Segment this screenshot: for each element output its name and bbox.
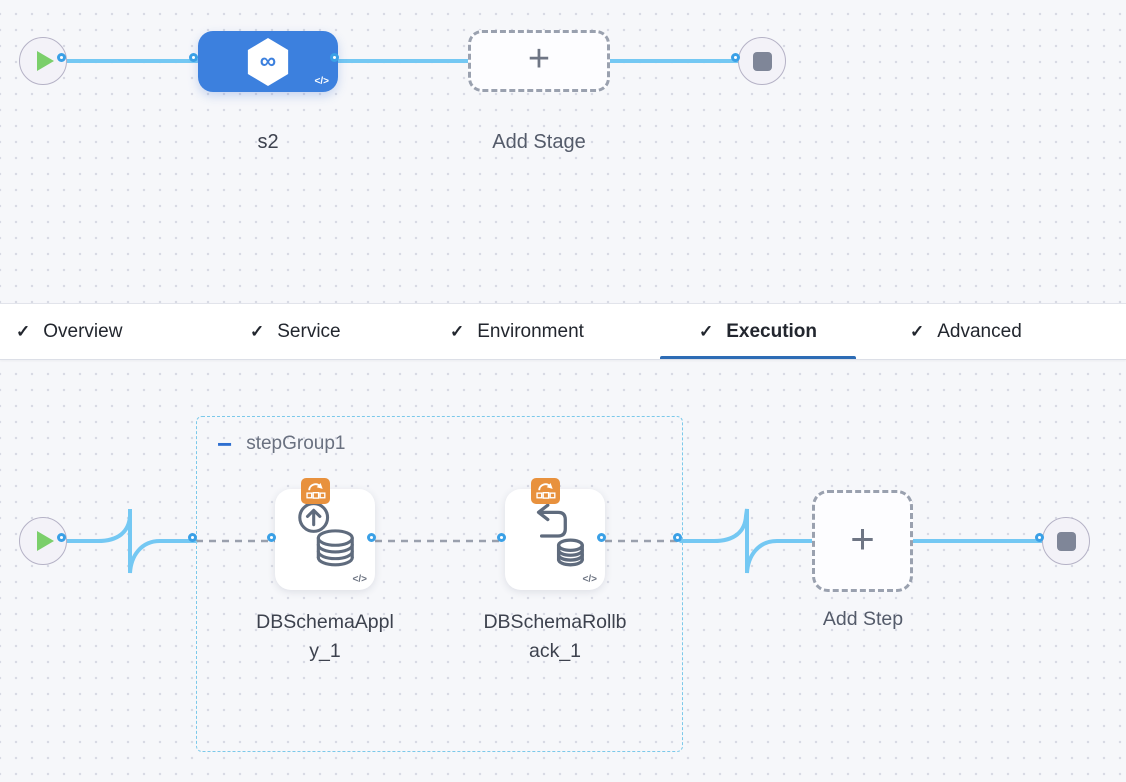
stop-icon [1056,531,1076,551]
svg-text:∞: ∞ [260,47,276,73]
tab-environment[interactable]: ✓ Environment [450,304,584,359]
plus-icon: + [850,515,875,562]
active-tab-underline [660,356,856,359]
connector-port[interactable] [1035,533,1044,542]
connector-port[interactable] [267,533,276,542]
tab-overview[interactable]: ✓ Overview [16,304,122,359]
plus-icon: + [527,38,551,80]
stage-config-tabbar: ✓ Overview ✓ Service ✓ Environment ✓ Exe… [0,303,1126,360]
tab-advanced[interactable]: ✓ Advanced [910,304,1022,359]
add-step-button[interactable]: + [812,490,913,592]
step-label-line2: y_1 [309,640,341,662]
check-icon: ✓ [450,321,465,341]
tab-execution[interactable]: ✓ Execution [660,304,856,359]
check-icon: ✓ [910,321,925,341]
collapse-icon[interactable]: − [217,429,233,459]
tab-label: Advanced [937,320,1022,342]
connector-port[interactable] [330,53,339,62]
step-node-dbschemarollback[interactable]: </> [505,478,605,590]
code-icon[interactable]: </> [582,574,597,585]
connector-port[interactable] [189,53,198,62]
step-group-badge-icon [531,478,560,504]
execution-end-node [1042,517,1090,565]
add-stage-button[interactable]: + [468,30,610,92]
tab-service[interactable]: ✓ Service [250,304,341,359]
step-group-container: − stepGroup1 [196,416,683,752]
step-node-dbschemaapply[interactable]: </> [275,478,375,590]
check-icon: ✓ [250,321,265,341]
connector-lines [63,59,741,63]
play-icon [37,531,54,551]
step-group-label[interactable]: stepGroup1 [246,433,346,454]
add-stage-label: Add Stage [492,131,586,153]
step-label-line2: ack_1 [528,640,582,662]
connector-port[interactable] [597,533,606,542]
step-label-line1: DBSchemaAppl [256,611,394,633]
step-label: DBSchemaAppl y_1 [245,608,405,666]
step-group-header: − stepGroup1 [217,429,346,459]
check-icon: ✓ [698,321,714,341]
code-icon[interactable]: </> [352,574,367,585]
infinity-hexagon-icon: ∞ [247,37,289,86]
add-step-label: Add Step [822,608,904,630]
connector-port[interactable] [188,533,197,542]
connector-port[interactable] [367,533,376,542]
check-icon: ✓ [16,321,31,341]
connector-lines [63,508,1045,574]
tab-label: Environment [477,320,584,342]
stage-label: s2 [257,131,279,153]
stop-icon [752,51,772,71]
play-icon [37,51,54,71]
stage-node-s2[interactable]: ∞ </> [198,31,338,92]
connector-port[interactable] [57,53,66,62]
step-label: DBSchemaRollb ack_1 [475,608,635,666]
code-icon[interactable]: </> [314,76,329,87]
tab-label: Execution [726,320,818,342]
tab-label: Overview [43,320,123,342]
step-group-badge-icon [301,478,330,504]
stage-graph-canvas: ∞ </> + s2 Add Stage [0,0,1126,303]
connector-port[interactable] [673,533,682,542]
connector-port[interactable] [497,533,506,542]
pipeline-end-node [738,37,786,85]
tab-label: Service [277,320,341,342]
step-label-line1: DBSchemaRollb [483,611,627,633]
connector-port[interactable] [731,53,740,62]
db-schema-rollback-icon [536,503,584,567]
execution-graph-canvas: − stepGroup1 [0,360,1126,782]
db-schema-apply-icon [298,502,354,567]
connector-port[interactable] [57,533,66,542]
